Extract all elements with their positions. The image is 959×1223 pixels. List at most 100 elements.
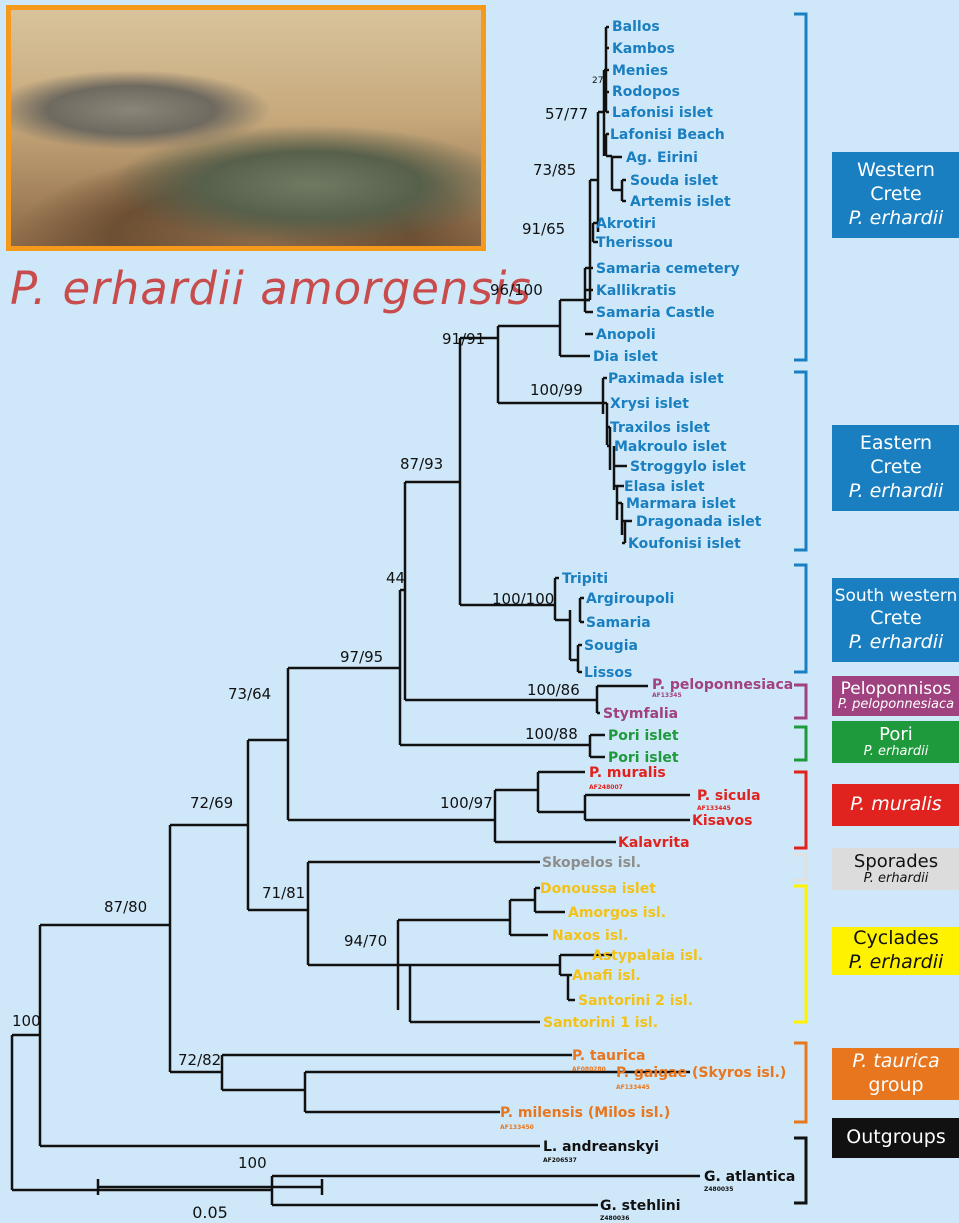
support-value: 57/77 — [545, 105, 588, 123]
taxon-label: Astypalaia isl. — [592, 948, 703, 964]
clade-label: Crete — [832, 183, 959, 207]
taxon-label: Marmara islet — [626, 496, 736, 512]
clade-label: Pori — [832, 725, 959, 745]
clade-box-outgroups: Outgroups — [832, 1118, 959, 1158]
clade-label: Cyclades — [832, 927, 959, 951]
taxon-label: Argiroupoli — [586, 591, 674, 607]
taxon-label: Dia islet — [593, 349, 658, 365]
taxon-label: P. peloponnesiaca — [652, 677, 793, 693]
clade-species: P. erhardii — [832, 207, 959, 231]
taxon-label: Therissou — [596, 235, 673, 251]
clade-box-western-crete: Western Crete P. erhardii — [832, 152, 959, 238]
clade-species: P. peloponnesiaca — [832, 698, 959, 712]
bracket-taurica — [794, 1043, 806, 1122]
taxon-label: Anopoli — [596, 327, 656, 343]
clade-label: Crete — [832, 607, 959, 631]
taxon-label: P. sicula — [697, 788, 761, 804]
taxon-label: Skopelos isl. — [542, 855, 641, 871]
clade-box-sporades: Sporades P. erhardii — [832, 848, 959, 890]
taxon-label: Naxos isl. — [552, 928, 628, 944]
taxon-label: Pori islet — [608, 750, 679, 766]
clade-species: P. erhardii — [832, 745, 959, 759]
taxon-label: P. milensis (Milos isl.) — [500, 1105, 670, 1121]
taxon-label: Sougia — [584, 638, 638, 654]
clade-label: South western — [832, 586, 959, 607]
support-value: 96/100 — [490, 281, 543, 299]
clade-species: P. erhardii — [832, 631, 959, 655]
clade-box-muralis: P. muralis — [832, 784, 959, 826]
taxon-label: G. atlantica — [704, 1169, 795, 1185]
accession-label: AF13345 — [652, 692, 682, 699]
support-value: 87/93 — [400, 455, 443, 473]
bracket-pori — [794, 727, 806, 760]
clade-label: Peloponnisos — [832, 680, 959, 699]
accession-label: Z480036 — [600, 1215, 629, 1222]
taxon-label: G. stehlini — [600, 1198, 681, 1214]
taxon-label: Santorini 1 isl. — [543, 1015, 658, 1031]
taxon-label: Stymfalia — [603, 706, 678, 722]
taxon-label: Donoussa islet — [540, 881, 656, 897]
taxon-label: Samaria cemetery — [596, 261, 740, 277]
support-value: 100/86 — [527, 681, 580, 699]
bracket-sporades — [794, 855, 806, 880]
taxon-label: Lafonisi islet — [612, 105, 713, 121]
taxon-label: Souda islet — [630, 173, 718, 189]
clade-label: Sporades — [832, 852, 959, 872]
support-value: 97/95 — [340, 648, 383, 666]
clade-label: Western — [832, 159, 959, 183]
clade-species: P. erhardii — [832, 951, 959, 975]
taxon-label: Akrotiri — [596, 216, 656, 232]
support-value: 100/99 — [530, 381, 583, 399]
clade-label: Crete — [832, 456, 959, 480]
taxon-label: Kalavrita — [618, 835, 690, 851]
taxon-label: Anafi isl. — [572, 968, 641, 984]
accession-label: AF133450 — [500, 1124, 534, 1131]
bracket-western-crete — [794, 14, 806, 360]
support-value: 94/70 — [344, 932, 387, 950]
taxon-label: Ag. Eirini — [626, 150, 698, 166]
taxon-label: Kallikratis — [596, 283, 676, 299]
bracket-peloponnisos — [794, 685, 806, 718]
support-value: 100 — [238, 1154, 267, 1172]
taxon-label: Santorini 2 isl. — [578, 993, 693, 1009]
clade-box-taurica: P. taurica group — [832, 1048, 959, 1100]
taxon-label: Lafonisi Beach — [610, 127, 725, 143]
taxon-label: Paximada islet — [608, 371, 724, 387]
bracket-eastern-crete — [794, 372, 806, 550]
support-value: 100/100 — [492, 590, 554, 608]
bracket-muralis — [794, 772, 806, 848]
scale-bar-label: 0.05 — [192, 1203, 228, 1222]
taxon-label: Samaria Castle — [596, 305, 715, 321]
taxon-label: Kisavos — [692, 813, 753, 829]
support-value: 73/85 — [533, 161, 576, 179]
support-value: 27 — [592, 76, 603, 86]
clade-species: P. erhardii — [832, 480, 959, 504]
support-value: 73/64 — [228, 685, 271, 703]
support-value: 100/97 — [440, 794, 493, 812]
taxon-label: P. muralis — [589, 765, 666, 781]
support-value: 44 — [386, 569, 405, 587]
clade-label: P. taurica — [832, 1050, 959, 1074]
taxon-label: Traxilos islet — [610, 420, 710, 436]
clade-box-eastern-crete: Eastern Crete P. erhardii — [832, 425, 959, 511]
bracket-cyclades — [794, 886, 806, 1022]
accession-label: Z480035 — [704, 1186, 733, 1193]
accession-label: AF133445 — [697, 805, 731, 812]
clade-box-pori: Pori P. erhardii — [832, 721, 959, 763]
taxon-label: Rodopos — [612, 84, 680, 100]
support-value: 87/80 — [104, 898, 147, 916]
taxon-label: Xrysi islet — [610, 396, 689, 412]
support-value: 91/91 — [442, 330, 485, 348]
clade-box-peloponnisos: Peloponnisos P. peloponnesiaca — [832, 676, 959, 716]
clade-label: P. muralis — [832, 793, 959, 817]
taxon-label: Samaria — [586, 615, 651, 631]
support-value: 100 — [12, 1012, 41, 1030]
support-value: 72/82 — [178, 1051, 221, 1069]
taxon-label: Elasa islet — [624, 479, 705, 495]
taxon-label: Menies — [612, 63, 668, 79]
accession-label: AF080280 — [572, 1066, 606, 1073]
taxon-label: Amorgos isl. — [568, 905, 666, 921]
taxon-label: Ballos — [612, 19, 660, 35]
support-value: 72/69 — [190, 794, 233, 812]
